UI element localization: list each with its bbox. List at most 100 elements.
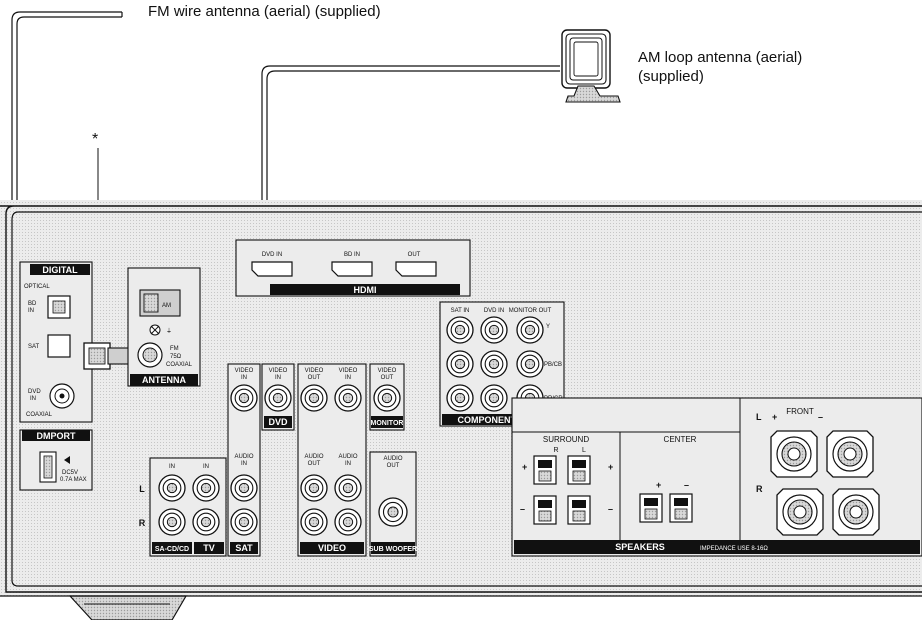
hdmi-title: HDMI [354,285,377,295]
front-r-plus-terminal[interactable] [776,488,824,536]
fm-antenna-callout: FM wire antenna (aerial) (supplied) [148,3,381,20]
sub-woofer-out-jack[interactable] [378,497,408,527]
video-in-jack[interactable] [334,384,362,412]
am-loop-antenna-icon [561,29,621,103]
surround-minus-left: – [520,504,525,514]
center-minus-terminal[interactable] [669,493,693,523]
sacd-in-label: IN [169,464,175,470]
surround-plus-right: + [608,462,613,472]
video-audio-out-r-jack[interactable] [300,508,328,536]
hdmi-out-label: OUT [408,252,421,258]
digital-input-block: DIGITAL OPTICAL BD IN SAT DVD IN COAXIAL [19,261,93,423]
cv-jack-0-2[interactable] [446,384,474,412]
front-l-minus-terminal[interactable] [826,430,874,478]
speaker-terminals[interactable] [533,430,880,536]
fm-label-2: 75Ω [170,354,182,360]
fm-coaxial-jack[interactable] [137,342,163,368]
cv-jack-0-1[interactable] [446,350,474,378]
video-audio-in-r-jack[interactable] [334,508,362,536]
hdmi-out-port[interactable] [395,261,437,277]
am-antenna-callout-line2: (supplied) [638,68,704,85]
hdmi-block: HDMI DVD IN BD IN OUT [235,239,471,297]
asterisk-callout: * [92,131,99,148]
video-audio-in-l-jack[interactable] [334,474,362,502]
monitor-video-out-jack[interactable] [373,384,401,412]
front-l-label: L [756,412,762,422]
hdmi-bd-in-label: BD IN [344,252,360,258]
front-label: FRONT [786,407,814,416]
cv-jack-2-0[interactable] [516,316,544,344]
sat-audio-in-r-jack[interactable] [230,508,258,536]
cv-jack-0-0[interactable] [446,316,474,344]
sub-audio-out-label-1: AUDIO [383,456,402,462]
sat-video-in-label-2: IN [241,375,247,381]
surround-r-plus-terminal[interactable] [533,455,557,485]
component-video-jacks[interactable] [446,316,544,412]
sat-audio-in-label-1: AUDIO [234,454,253,460]
dmport-block: DMPORT DC5V 0.7A MAX [19,429,93,491]
coaxial-label: COAXIAL [26,412,53,418]
sacd-tv-jack-2[interactable] [192,474,220,502]
surround-minus-right: – [608,504,613,514]
surround-label: SURROUND [543,435,589,444]
center-plus-terminal[interactable] [639,493,663,523]
sacd-tv-jack-3[interactable] [192,508,220,536]
dmport-title: DMPORT [37,431,76,441]
sub-audio-out-label-2: OUT [387,463,400,469]
surround-r-label: R [553,447,558,454]
sat-video-in-jack[interactable] [230,384,258,412]
dmport-note-2: 0.7A MAX [60,477,87,483]
optical-label: OPTICAL [24,284,50,290]
tv-label: TV [203,543,215,553]
video-out-jack[interactable] [300,384,328,412]
rca-jacks[interactable] [158,384,408,536]
optical-sat-in-jack[interactable] [47,334,71,358]
speakers-title: SPEAKERS [615,542,665,552]
svg-text:⏚: ⏚ [166,328,172,335]
surround-l-minus-terminal[interactable] [567,495,591,525]
cv-y-label: Y [546,324,550,330]
video-audio-in-label-2: IN [345,461,351,467]
sat-in-label: SAT [28,344,40,350]
hdmi-bd-in-port[interactable] [331,261,373,277]
dvd-in-label-2: IN [30,396,36,402]
sacd-tv-jack-0[interactable] [158,474,186,502]
hdmi-dvd-in-port[interactable] [251,261,293,277]
speakers-block: SPEAKERS IMPEDANCE USE 8-16Ω SURROUND R … [511,397,922,557]
cv-monitor-out-label: MONITOR OUT [509,308,552,314]
digital-title: DIGITAL [42,265,78,275]
l-channel-label: L [139,484,145,494]
video-in-label-2: IN [345,375,351,381]
front-plus: + [772,412,777,422]
front-minus: – [818,412,823,422]
surround-plus-left: + [522,462,527,472]
dmport-note-1: DC5V [62,470,78,476]
dvd-in-label-1: DVD [28,389,41,395]
sat-audio-in-label-2: IN [241,461,247,467]
am-antenna-callout-line1: AM loop antenna (aerial) [638,49,803,66]
front-r-minus-terminal[interactable] [832,488,880,536]
dvd-label: DVD [268,417,288,427]
r-channel-label: R [139,518,146,528]
video-label: VIDEO [318,543,346,553]
sat-audio-in-l-jack[interactable] [230,474,258,502]
video-out-label-1: VIDEO [305,368,324,374]
sat-video-in-label-1: VIDEO [235,368,254,374]
cv-jack-1-0[interactable] [480,316,508,344]
cv-jack-2-1[interactable] [516,350,544,378]
center-plus: + [656,480,661,490]
am-label: AM [162,303,171,309]
front-l-plus-terminal[interactable] [770,430,818,478]
video-audio-out-l-jack[interactable] [300,474,328,502]
coaxial-dvd-in-jack[interactable] [49,383,75,409]
surround-l-plus-terminal[interactable] [567,455,591,485]
sub-woofer-label: SUB WOOFER [369,546,417,553]
cv-sat-in-label: SAT IN [451,308,470,314]
antenna-title: ANTENNA [142,375,186,385]
dvd-video-in-jack[interactable] [264,384,292,412]
cv-jack-1-1[interactable] [480,350,508,378]
sacd-tv-jack-1[interactable] [158,508,186,536]
surround-r-minus-terminal[interactable] [533,495,557,525]
cv-jack-1-2[interactable] [480,384,508,412]
